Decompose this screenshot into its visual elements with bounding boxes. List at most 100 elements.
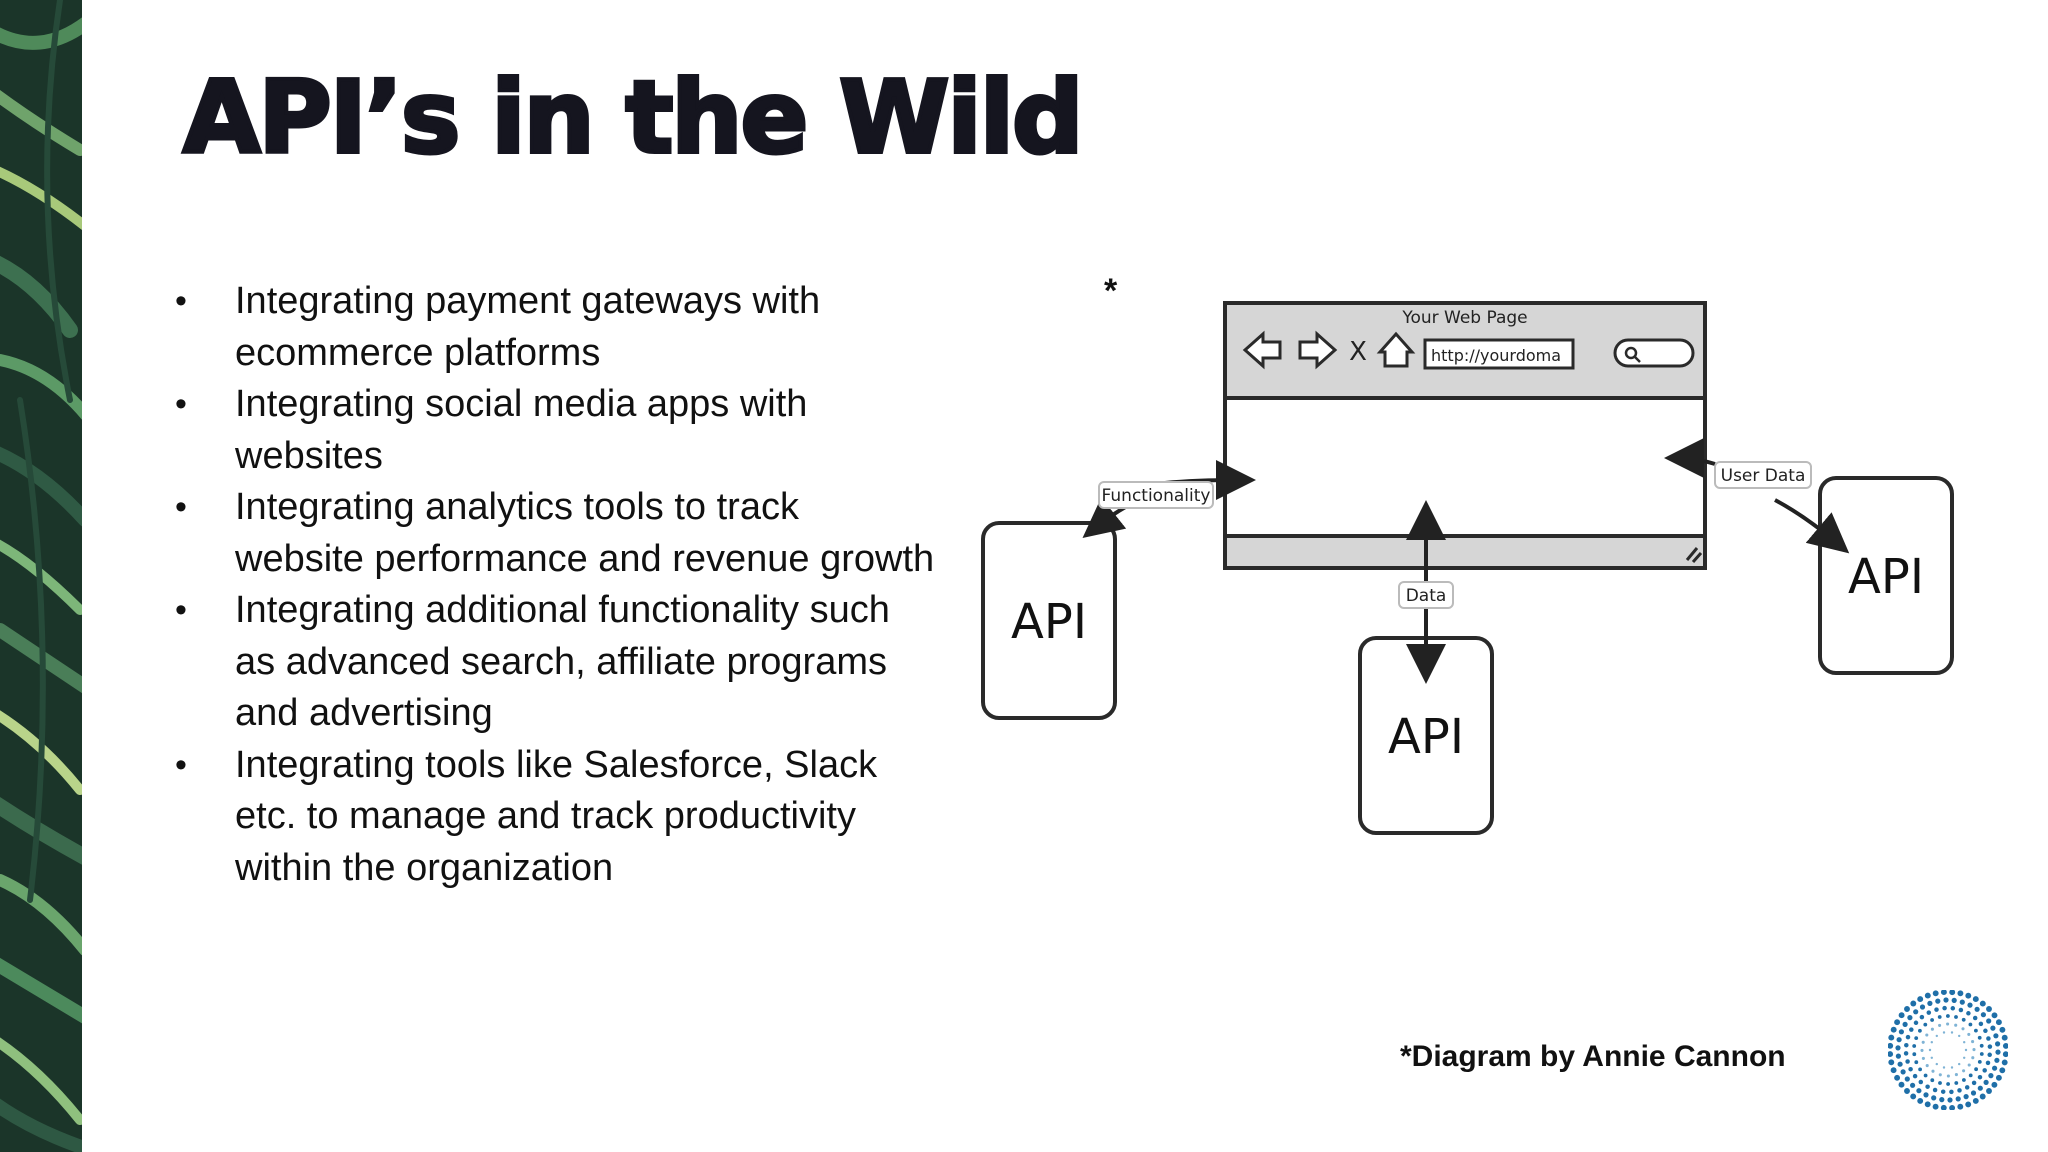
- logo-dot: [1991, 1012, 1998, 1019]
- api-label: API: [1848, 549, 1924, 605]
- functionality-label: Functionality: [1102, 486, 1211, 506]
- logo-dot: [1946, 1014, 1950, 1018]
- logo-dot: [1979, 1043, 1984, 1048]
- logo-dot: [1966, 1011, 1971, 1016]
- logo-dot: [1921, 1056, 1925, 1060]
- logo-dot: [1970, 1090, 1977, 1096]
- resize-grip-icon: [1685, 547, 1703, 563]
- logo-dot: [1995, 1049, 2001, 1055]
- logo-dot: [1954, 1023, 1958, 1027]
- browser-title: Your Web Page: [1401, 308, 1527, 328]
- logo-dot: [1942, 1005, 1947, 1011]
- logo-dot: [1921, 1040, 1925, 1044]
- logo-dot: [1903, 1051, 1909, 1056]
- logo-dot: [1887, 1051, 1894, 1058]
- logo-dot: [1967, 1063, 1971, 1067]
- url-text: http://yourdoma: [1431, 346, 1561, 365]
- label-user-data: User Data: [1714, 461, 1812, 489]
- logo-dot: [1950, 1031, 1954, 1034]
- logo-dot: [1939, 1097, 1945, 1103]
- logo-dot: [1938, 1023, 1942, 1027]
- logo-dot: [1942, 1066, 1946, 1069]
- logo-dot: [1957, 1103, 1964, 1110]
- logo-dot: [1935, 998, 1941, 1004]
- forward-arrow-icon: [1298, 330, 1338, 370]
- logo-dot: [1978, 1021, 1984, 1027]
- logo-dot: [1910, 1093, 1917, 1100]
- logo-dot: [1983, 1028, 1988, 1034]
- logo-dot: [1918, 1067, 1922, 1072]
- logo-dot: [1894, 1019, 1901, 1026]
- logo-dot: [1993, 1033, 1999, 1039]
- logo-dot: [1910, 1000, 1917, 1007]
- logo-dot: [1954, 1081, 1959, 1085]
- logo-dot: [1949, 989, 1956, 996]
- diagram-asterisk: *: [1104, 272, 1118, 310]
- logo-dot: [1949, 1089, 1954, 1095]
- logo-dot: [1913, 1020, 1919, 1026]
- logo-dot: [1916, 1088, 1922, 1094]
- logo-dot: [1995, 1074, 2002, 1081]
- logo-dot: [1946, 1074, 1950, 1078]
- arrow-userdata-to-api: [1774, 498, 1850, 554]
- api-label: API: [1011, 594, 1087, 650]
- logo-dot: [1904, 1006, 1910, 1012]
- logo-dot: [1986, 1036, 1991, 1041]
- logo-dot: [1964, 1085, 1970, 1090]
- logo-dot: [1931, 1095, 1937, 1101]
- logo-dot: [1946, 1082, 1950, 1086]
- dotted-sphere-logo: [1887, 989, 2009, 1111]
- bullet-item: Integrating tools like Salesforce, Slack…: [175, 740, 935, 895]
- logo-dot: [1937, 1015, 1942, 1019]
- logo-dot: [1963, 1094, 1969, 1100]
- logo-dot: [1938, 1073, 1942, 1077]
- bullet-item: Integrating social media apps with websi…: [175, 379, 935, 482]
- logo-dot: [1932, 1103, 1939, 1110]
- logo-dot: [1958, 1007, 1964, 1013]
- logo-dot: [1917, 996, 1924, 1003]
- bullet-item: Integrating analytics tools to track web…: [175, 482, 935, 585]
- logo-dot: [1905, 1034, 1911, 1040]
- logo-dot: [1888, 1059, 1895, 1066]
- logo-dot: [1947, 1097, 1953, 1103]
- logo-dot: [1985, 1060, 1991, 1066]
- logo-dot: [1964, 1048, 1968, 1052]
- logo-dot: [1987, 1044, 1993, 1049]
- logo-dot: [1912, 1052, 1917, 1057]
- logo-dot: [1963, 1056, 1966, 1059]
- logo-dot: [1972, 1048, 1976, 1052]
- api-box-center: API: [1358, 636, 1494, 835]
- logo-dot: [1918, 1028, 1922, 1033]
- diagram-caption: *Diagram by Annie Cannon: [1400, 1040, 1786, 1073]
- label-functionality: Functionality: [1098, 481, 1214, 509]
- logo-dot: [2002, 1051, 2009, 1058]
- logo-dot: [1983, 1079, 1989, 1085]
- logo-dot: [1950, 1066, 1954, 1069]
- logo-dot: [1913, 1009, 1919, 1015]
- logo-dot: [1924, 992, 1931, 999]
- logo-dot: [1942, 1031, 1946, 1034]
- logo-dot: [1887, 1042, 1894, 1049]
- logo-dot: [1971, 1080, 1977, 1086]
- search-box: [1613, 338, 1695, 368]
- logo-dot: [1977, 1035, 1982, 1040]
- logo-dot: [1908, 1066, 1913, 1072]
- close-icon: X: [1349, 337, 1367, 367]
- logo-dot: [1972, 996, 1979, 1003]
- logo-dot: [1950, 1006, 1956, 1011]
- data-label: Data: [1406, 586, 1447, 606]
- logo-dot: [1930, 1027, 1934, 1031]
- logo-dot: [1999, 1067, 2006, 1074]
- logo-dot: [1918, 1079, 1924, 1085]
- logo-dot: [1923, 1073, 1928, 1078]
- logo-dot: [1977, 1074, 1983, 1080]
- logo-dot: [1894, 1074, 1901, 1081]
- logo-dot: [1930, 1078, 1935, 1083]
- logo-dot: [1914, 1036, 1919, 1040]
- api-label: API: [1388, 709, 1464, 765]
- logo-dot: [1898, 1081, 1905, 1088]
- logo-dot: [1940, 1104, 1947, 1111]
- logo-dot: [1962, 1069, 1966, 1073]
- logo-dot: [1977, 1085, 1983, 1091]
- logo-dot: [1895, 1045, 1901, 1051]
